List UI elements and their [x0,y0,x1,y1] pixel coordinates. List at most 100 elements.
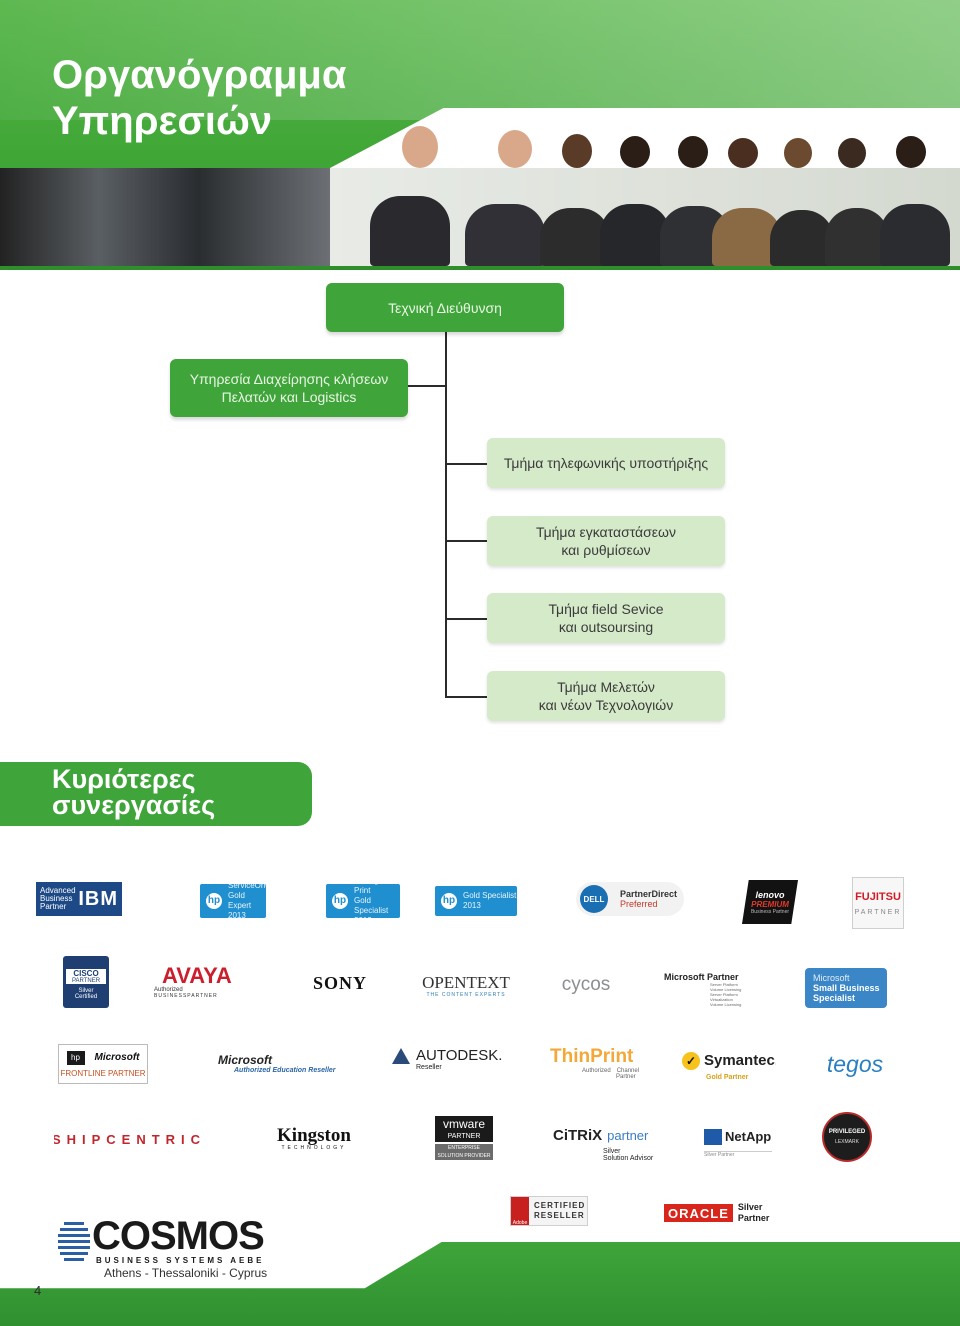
lenovo-brand: lenovo [755,889,785,900]
dell-line1: PartnerDirect [620,889,678,899]
page-title: Οργανόγραμμα Υπηρεσιών [52,53,347,143]
citrix-logo: CiTRiX partner Silver Solution Advisor [553,1124,657,1164]
netapp-icon [704,1128,722,1145]
person-head [562,134,592,168]
avaya-logo: AVAYA Authorized BUSINESSPARTNER [154,962,256,1002]
vmware-logo: vmware PARTNER ENTERPRISE SOLUTION PROVI… [435,1116,493,1160]
netapp-line1: Silver Partner [704,1150,772,1158]
person-head [678,136,708,168]
thinprint-line2: Channel [616,1068,640,1074]
fujitsu-line1: PARTNER [854,908,902,916]
cosmos-company: COSMOS [92,1214,265,1258]
ibm-line3: Partner [40,902,67,911]
org-box-phone-support: Τμήμα τηλεφωνικής υποστήριξης [487,438,725,488]
person [370,196,450,266]
cosmos-locations: Athens - Thessaloniki - Cyprus [104,1266,268,1280]
cisco-line2: Silver [78,987,94,994]
citrix-line1: partner [607,1127,649,1143]
oracle-line1: Silver [737,1202,763,1212]
hp-serviceone-badge: hp ServiceOne Gold Expert 2013 [200,884,266,918]
org-connector [445,618,487,620]
hp-managed-print-badge: hp Managed Print Gold Specialist 2013 [326,884,400,918]
oracle-logo: ORACLE Silver Partner [664,1200,792,1226]
microsoft-partner-logo: Microsoft Partner Server Platform Volume… [664,956,764,1016]
person [880,204,950,266]
kingston-brand: Kingston [277,1124,351,1146]
hp-gold-specialist-badge: hp Gold Specialist 2013 [435,886,517,916]
person [770,210,834,266]
person-head [838,138,866,168]
lenovo-line2: Business Partner [750,908,790,915]
lexmark-logo: PRIVILEGED LEXMARK [822,1112,872,1162]
dell-brand: DELL [580,885,608,913]
ibm-line1: Advanced [40,886,76,895]
symantec-brand: Symantec. [704,1052,776,1069]
thinprint-logo: ThinPrint Authorized Channel Partner [550,1046,646,1086]
lenovo-logo: lenovo PREMIUM Business Partner [742,880,798,924]
person-head [784,138,812,168]
avaya-brand: AVAYA [162,963,232,988]
org-connector [445,540,487,542]
cisco-brand: CISCO [66,968,106,978]
hp-icon: hp [66,1050,85,1065]
hp-icon: hp [206,893,222,909]
autodesk-logo: AUTODESK. Reseller [392,1044,508,1074]
vmware-line2: ENTERPRISE [435,1144,493,1152]
vmware-brand: vmware [435,1116,493,1132]
ms-education-logo: Microsoft Authorized Education Reseller [218,1050,348,1076]
netapp-brand: NetApp [725,1129,772,1144]
oracle-brand: ORACLE [664,1204,733,1222]
hp-badge-text: Gold Specialist 2013 [463,891,517,910]
autodesk-brand: AUTODESK. [416,1047,503,1064]
org-box-call-service: Υπηρεσία Διαχείρησης κλήσεων Πελατών και… [170,359,408,417]
netapp-logo: NetApp Silver Partner [704,1124,776,1162]
msbs-line2: Small Business [813,983,880,993]
ms-small-business-logo: Microsoft Small Business Specialist [805,968,887,1008]
symantec-line1: Gold Partner [706,1073,749,1081]
thinprint-brand: ThinPrint [550,1046,634,1067]
person-head [402,126,438,168]
avaya-line2: BUSINESSPARTNER [154,993,218,999]
cisco-line1: PARTNER [66,977,106,984]
team-photo [0,168,960,266]
opentext-line1: THE CONTENT EXPERTS [426,992,506,998]
cycos-logo: cycos [561,974,611,995]
adobe-brand: Adobe [511,1197,529,1225]
adobe-logo: Adobe CERTIFIED RESELLER [510,1196,588,1226]
shipcentric-logo: SHIPCENTRIC [54,1131,204,1147]
fujitsu-brand: FUJITSU [855,890,901,903]
lexmark-line2: LEXMARK [835,1139,859,1145]
autodesk-line1: Reseller [416,1064,442,1071]
hp-icon: hp [441,893,457,909]
person [600,204,670,266]
adobe-line1: CERTIFIED [534,1201,586,1210]
org-connector [445,696,487,698]
frontline-line1: FRONTLINE PARTNER [60,1068,146,1078]
building-backdrop [0,168,330,266]
org-box-installations: Τμήμα εγκαταστάσεων και ρυθμίσεων [487,516,725,566]
msbs-line3: Specialist [813,993,856,1003]
person-head [728,138,758,168]
dell-line2: Preferred [620,899,658,909]
hp-icon: hp [332,893,348,909]
ms-education-brand: Microsoft [218,1052,272,1067]
hp-microsoft-frontline-logo: hp Microsoft FRONTLINE PARTNER [58,1044,148,1084]
person [465,204,545,266]
opentext-brand: OPENTEXT [422,973,510,992]
person-head [896,136,926,168]
page-number: 4 [34,1283,42,1298]
ms-partner-item: Server Platform [710,992,738,997]
citrix-line3: Solution Advisor [603,1154,654,1162]
ms-partner-item: Virtualization [710,997,733,1002]
ms-partner-item: Volume Licensing [710,1002,742,1007]
lenovo-line1: PREMIUM [751,899,789,909]
dell-logo: DELL PartnerDirect Preferred [576,882,684,916]
org-connector-vertical [445,332,447,698]
ibm-logo: Advanced Business Partner IBM [36,882,122,916]
ibm-brand: IBM [78,887,118,910]
partners-title: Κυριότερες συνεργασίες [52,764,216,820]
ibm-line2: Business [40,894,73,903]
org-connector [408,385,446,387]
org-connector [445,463,487,465]
ms-partner-item: Volume Licensing [710,987,742,992]
